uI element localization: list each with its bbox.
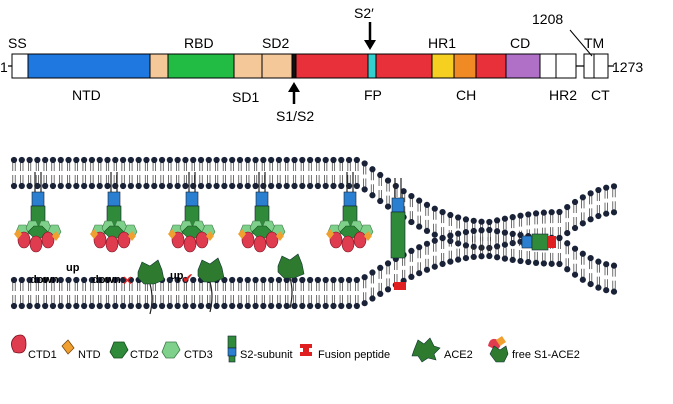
label-sd1: SD1 xyxy=(232,89,259,105)
ace2-2 xyxy=(197,257,225,313)
fusion-peptide-mark xyxy=(394,282,406,290)
domain-ct xyxy=(593,53,609,79)
legend-item-ctd3: CTD3 xyxy=(161,341,213,361)
domain-sd2 xyxy=(261,53,293,79)
label-sd2: SD2 xyxy=(262,35,289,51)
ace2-icon xyxy=(411,337,441,363)
domain-ss xyxy=(11,53,29,79)
spike-1 xyxy=(14,172,62,253)
upper-membrane-outer xyxy=(10,156,618,233)
s2-subunit-icon xyxy=(227,335,237,349)
label-tm: TM xyxy=(584,35,604,51)
ace2-1 xyxy=(137,259,165,315)
label-ct: CT xyxy=(591,87,610,103)
spike-4 xyxy=(238,172,286,253)
ctd1-icon xyxy=(11,334,27,354)
label-start: 1 xyxy=(0,59,8,75)
label-rbd: RBD xyxy=(184,35,214,51)
label-ch: CH xyxy=(456,87,476,103)
free-ace2-icon xyxy=(489,345,509,363)
check-mark-icon: ✔ xyxy=(182,270,194,286)
legend-label-ctd3: CTD3 xyxy=(184,349,213,361)
state-label-up: up xyxy=(66,262,80,274)
spike-proteins xyxy=(14,172,556,315)
domain-tm xyxy=(583,53,595,79)
spike-5 xyxy=(326,172,374,253)
label-s2-prime: S2′ xyxy=(354,5,374,21)
domain-sd1 xyxy=(233,53,263,79)
lower-membrane-inner xyxy=(10,226,618,291)
label-cd: CD xyxy=(510,35,530,51)
label-ntd: NTD xyxy=(72,87,101,103)
domain-cd xyxy=(505,53,541,79)
spike-6-stem xyxy=(390,178,406,259)
lower-membrane-outer xyxy=(10,245,618,310)
legend-item-ctd1: CTD1 xyxy=(11,334,57,361)
domain-hr2 xyxy=(555,53,577,79)
legend-item-ntd: NTD xyxy=(61,339,101,361)
legend-item-ctd2: CTD2 xyxy=(109,341,159,361)
label-hr2: HR2 xyxy=(549,87,577,103)
label-hr1: HR1 xyxy=(428,35,456,51)
domain-gap xyxy=(539,53,557,79)
domain-bar: SS RBD SD2 S2′ HR1 CD 1208 TM 1 1273 NTD… xyxy=(0,5,643,124)
legend: CTD1 NTD CTD2 CTD3 S2-subunit Fusion pep… xyxy=(11,334,580,363)
domain-s2 xyxy=(295,53,369,79)
domain-link-1 xyxy=(149,53,169,79)
label-ss: SS xyxy=(8,35,27,51)
spike-2 xyxy=(90,172,138,253)
legend-item-s2: S2-subunit xyxy=(227,335,293,363)
legend-item-ace2: ACE2 xyxy=(411,337,473,363)
lipid-bilayers xyxy=(10,156,618,310)
s1s2-arrow xyxy=(288,82,300,104)
label-fp: FP xyxy=(364,87,382,103)
leader-1208 xyxy=(569,29,593,57)
fusion-pore xyxy=(521,233,556,251)
legend-label-ace2: ACE2 xyxy=(444,349,473,361)
domain-s1s2-site xyxy=(291,53,297,79)
ctd2-icon xyxy=(109,341,129,359)
s2-prime-arrow xyxy=(364,22,376,50)
spike-3 xyxy=(168,172,216,253)
ctd3-icon xyxy=(161,341,181,359)
legend-label-free-s1-ace2: free S1-ACE2 xyxy=(512,349,580,361)
state-label-down-x: down xyxy=(92,274,121,286)
s2-blue-icon xyxy=(227,347,237,357)
x-mark-icon: ✕ xyxy=(122,273,133,288)
domain-ntd xyxy=(27,53,151,79)
fusion-peptide-icon xyxy=(300,344,312,356)
legend-label-s2: S2-subunit xyxy=(240,349,293,361)
ntd-icon xyxy=(61,339,75,355)
domain-hr1 xyxy=(431,53,455,79)
domain-s2-c xyxy=(475,53,507,79)
legend-label-fusion: Fusion peptide xyxy=(318,349,390,361)
legend-label-ctd1: CTD1 xyxy=(28,349,57,361)
legend-label-ctd2: CTD2 xyxy=(130,349,159,361)
membrane-scene: down up down ✕ up ✔ xyxy=(10,156,618,315)
domain-rbd xyxy=(167,53,235,79)
ace2-3 xyxy=(277,253,305,309)
domain-s2-b xyxy=(375,53,433,79)
label-1208: 1208 xyxy=(532,11,563,27)
label-end: 1273 xyxy=(612,59,643,75)
label-s1s2: S1/S2 xyxy=(276,108,314,124)
legend-item-fusion: Fusion peptide xyxy=(300,344,390,361)
state-label-down: down xyxy=(30,274,59,286)
legend-item-free-s1-ace2: free S1-ACE2 xyxy=(488,336,580,363)
domain-fp xyxy=(367,53,377,79)
legend-label-ntd: NTD xyxy=(78,349,101,361)
state-label-up-check: up xyxy=(170,270,184,282)
domain-ch xyxy=(453,53,477,79)
